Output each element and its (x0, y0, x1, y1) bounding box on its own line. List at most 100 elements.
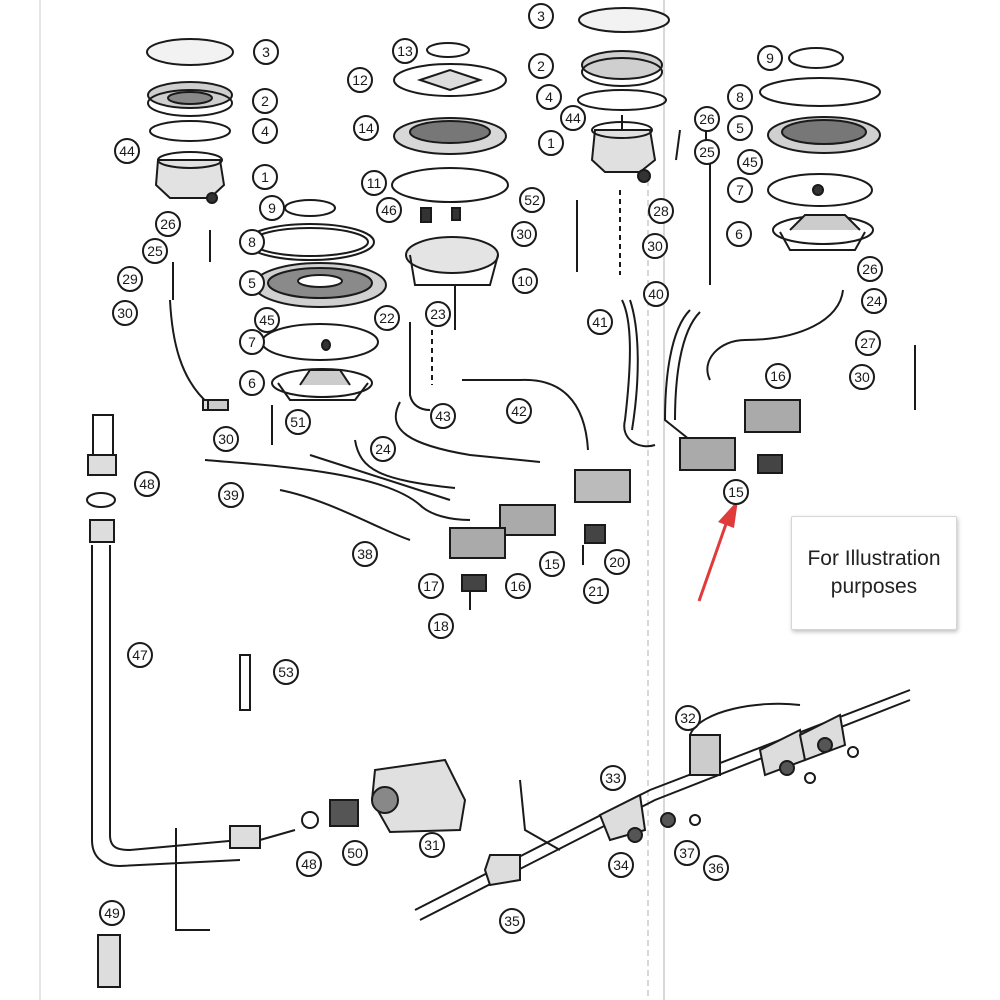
callout-31: 31 (419, 832, 445, 858)
callout-30: 30 (213, 426, 239, 452)
callout-43: 43 (430, 403, 456, 429)
callout-number: 9 (766, 50, 774, 66)
callout-15: 15 (723, 479, 749, 505)
callout-20: 20 (604, 549, 630, 575)
callout-30: 30 (112, 300, 138, 326)
callout-number: 37 (679, 845, 695, 861)
callout-number: 48 (301, 856, 317, 872)
callout-42: 42 (506, 398, 532, 424)
callout-52: 52 (519, 187, 545, 213)
callout-number: 16 (510, 578, 526, 594)
callout-number: 26 (699, 111, 715, 127)
callout-number: 7 (736, 182, 744, 198)
callout-14: 14 (353, 115, 379, 141)
callout-number: 42 (511, 403, 527, 419)
callout-23: 23 (425, 301, 451, 327)
callout-35: 35 (499, 908, 525, 934)
callout-number: 17 (423, 578, 439, 594)
callout-number: 4 (545, 89, 553, 105)
callout-4: 4 (252, 118, 278, 144)
callout-37: 37 (674, 840, 700, 866)
callout-number: 18 (433, 618, 449, 634)
callout-45: 45 (737, 149, 763, 175)
callout-24: 24 (370, 436, 396, 462)
callout-5: 5 (727, 115, 753, 141)
callout-number: 52 (524, 192, 540, 208)
callout-47: 47 (127, 642, 153, 668)
callout-number: 30 (854, 369, 870, 385)
callout-number: 25 (147, 243, 163, 259)
callout-number: 49 (104, 905, 120, 921)
callout-number: 28 (653, 203, 669, 219)
callout-number: 26 (862, 261, 878, 277)
callout-number: 9 (268, 200, 276, 216)
callout-number: 39 (223, 487, 239, 503)
callout-number: 43 (435, 408, 451, 424)
callout-number: 8 (736, 89, 744, 105)
callout-number: 26 (160, 216, 176, 232)
callout-48: 48 (134, 471, 160, 497)
callout-51: 51 (285, 409, 311, 435)
callout-number: 5 (248, 275, 256, 291)
callout-9: 9 (259, 195, 285, 221)
callout-number: 21 (588, 583, 604, 599)
callout-number: 32 (680, 710, 696, 726)
callout-7: 7 (727, 177, 753, 203)
callout-8: 8 (727, 84, 753, 110)
callout-number: 1 (261, 169, 269, 185)
callout-number: 44 (119, 143, 135, 159)
callout-4: 4 (536, 84, 562, 110)
callout-number: 29 (122, 271, 138, 287)
callout-number: 50 (347, 845, 363, 861)
callout-32: 32 (675, 705, 701, 731)
note-text: For Illustration purposes (807, 547, 941, 598)
callout-1: 1 (538, 130, 564, 156)
callout-number: 40 (648, 286, 664, 302)
callout-number: 15 (544, 556, 560, 572)
callout-11: 11 (361, 170, 387, 196)
callout-number: 6 (735, 226, 743, 242)
callout-25: 25 (694, 139, 720, 165)
callout-number: 2 (261, 93, 269, 109)
callout-30: 30 (849, 364, 875, 390)
callout-number: 10 (517, 273, 533, 289)
callout-number: 48 (139, 476, 155, 492)
callout-16: 16 (765, 363, 791, 389)
callout-44: 44 (560, 105, 586, 131)
callout-38: 38 (352, 541, 378, 567)
callout-number: 46 (381, 202, 397, 218)
callout-number: 13 (397, 43, 413, 59)
callout-6: 6 (726, 221, 752, 247)
callout-49: 49 (99, 900, 125, 926)
callout-50: 50 (342, 840, 368, 866)
illustration-note: For Illustration purposes (791, 516, 957, 630)
callout-number: 51 (290, 414, 306, 430)
callout-3: 3 (253, 39, 279, 65)
callout-44: 44 (114, 138, 140, 164)
callout-number: 30 (647, 238, 663, 254)
callout-number: 41 (592, 314, 608, 330)
callout-15: 15 (539, 551, 565, 577)
callout-number: 24 (866, 293, 882, 309)
callout-number: 16 (770, 368, 786, 384)
callout-number: 27 (860, 335, 876, 351)
callout-number: 31 (424, 837, 440, 853)
callout-30: 30 (511, 221, 537, 247)
callout-number: 12 (352, 72, 368, 88)
callout-number: 47 (132, 647, 148, 663)
callout-number: 14 (358, 120, 374, 136)
callout-40: 40 (643, 281, 669, 307)
callout-39: 39 (218, 482, 244, 508)
callout-18: 18 (428, 613, 454, 639)
callout-46: 46 (376, 197, 402, 223)
exploded-view-drawing (86, 7, 916, 988)
callout-number: 53 (278, 664, 294, 680)
callout-number: 36 (708, 860, 724, 876)
callout-number: 44 (565, 110, 581, 126)
callout-26: 26 (857, 256, 883, 282)
callout-21: 21 (583, 578, 609, 604)
callout-number: 8 (248, 234, 256, 250)
callout-48: 48 (296, 851, 322, 877)
callout-number: 34 (613, 857, 629, 873)
